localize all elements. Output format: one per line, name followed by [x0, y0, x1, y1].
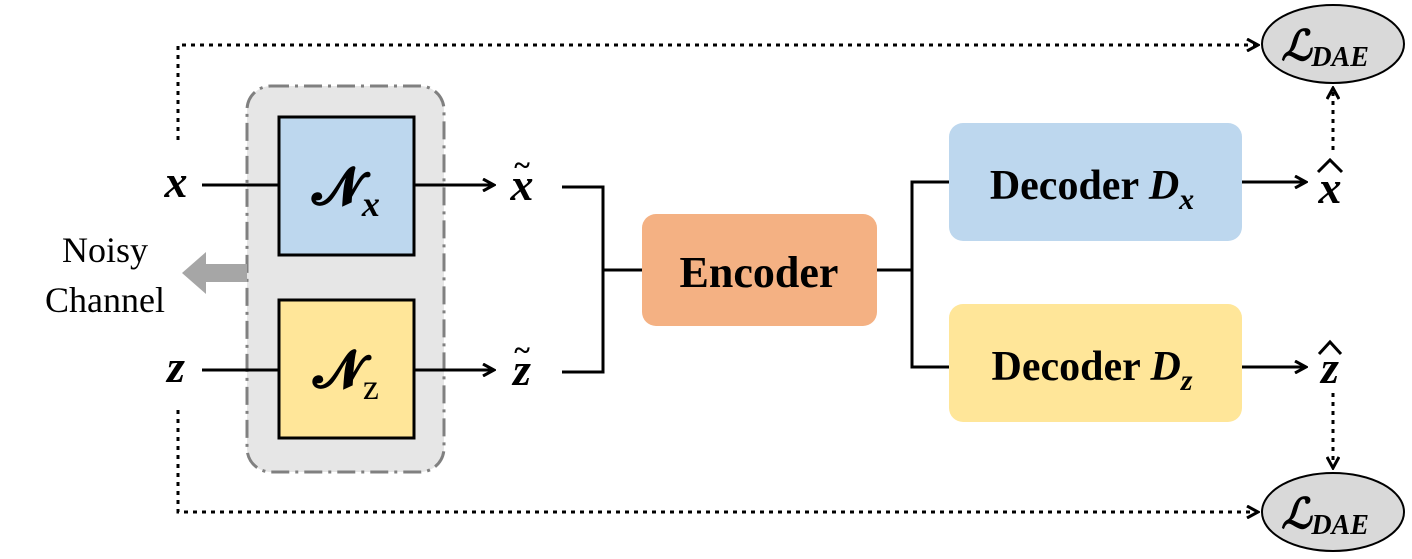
- noise-block-x-label: 𝓝x: [311, 159, 380, 224]
- noisy-channel-arrow: [182, 252, 247, 294]
- x-hat-label: x: [1316, 157, 1344, 213]
- svg-text:~: ~: [514, 149, 530, 182]
- noise-block-x: [277, 115, 416, 257]
- z-tilde-label: z ~: [511, 334, 531, 395]
- loss-top-ellipse: [1261, 4, 1405, 84]
- decoder-z-label: Decoder Dz: [991, 344, 1192, 397]
- decoder-z-box: [949, 304, 1242, 422]
- loss-bottom-label: ℒDAE: [1281, 492, 1369, 541]
- encoder-label: Encoder: [680, 248, 839, 297]
- z-hat-label: z: [1317, 339, 1343, 393]
- input-z-label: z: [165, 341, 185, 392]
- decoder-x-label: Decoder Dx: [990, 163, 1194, 216]
- svg-text:x: x: [510, 159, 534, 210]
- bracket-to-encoder: [562, 185, 605, 374]
- x-tilde-label: x ~: [510, 149, 534, 210]
- svg-text:~: ~: [514, 334, 530, 367]
- noise-block-z: [277, 298, 416, 440]
- encoder-box: [642, 214, 877, 326]
- svg-text:z: z: [1319, 342, 1339, 393]
- bracket-to-decoders: [910, 180, 949, 369]
- input-x-label: x: [164, 156, 188, 207]
- loss-bottom-ellipse: [1261, 472, 1405, 552]
- loss-top-label: ℒDAE: [1281, 24, 1369, 73]
- decoder-x-box: [949, 123, 1242, 241]
- dotted-z-to-loss-bottom: [176, 410, 1258, 512]
- svg-text:z: z: [511, 344, 531, 395]
- noise-block-z-label: 𝓝z: [312, 342, 379, 407]
- noisy-channel-label-line2: Channel: [45, 280, 165, 320]
- noisy-channel-label-line1: Noisy: [62, 230, 148, 270]
